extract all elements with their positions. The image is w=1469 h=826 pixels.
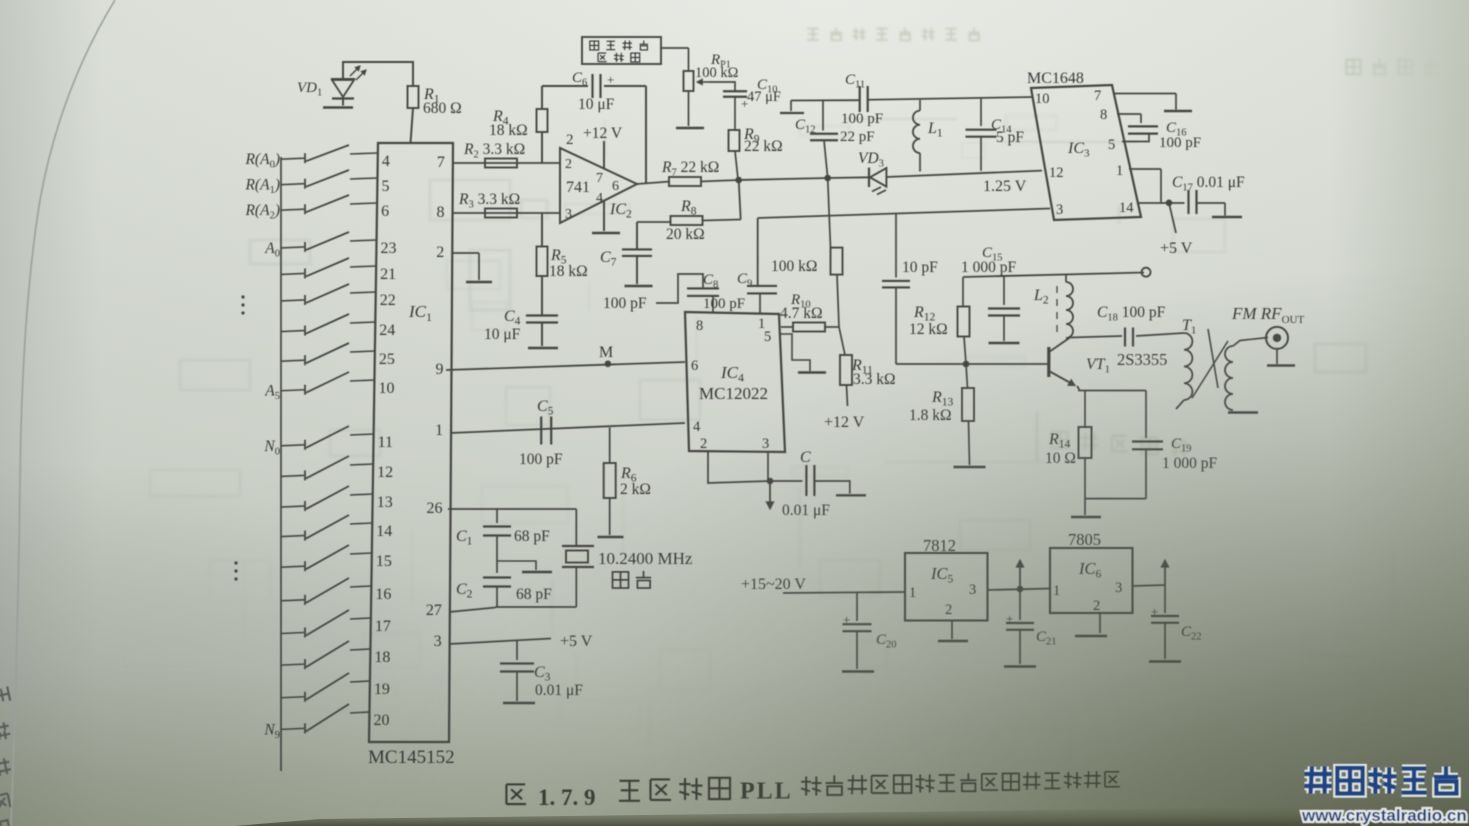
svg-text:www.crystalradio.cn: www.crystalradio.cn [1301, 806, 1467, 825]
